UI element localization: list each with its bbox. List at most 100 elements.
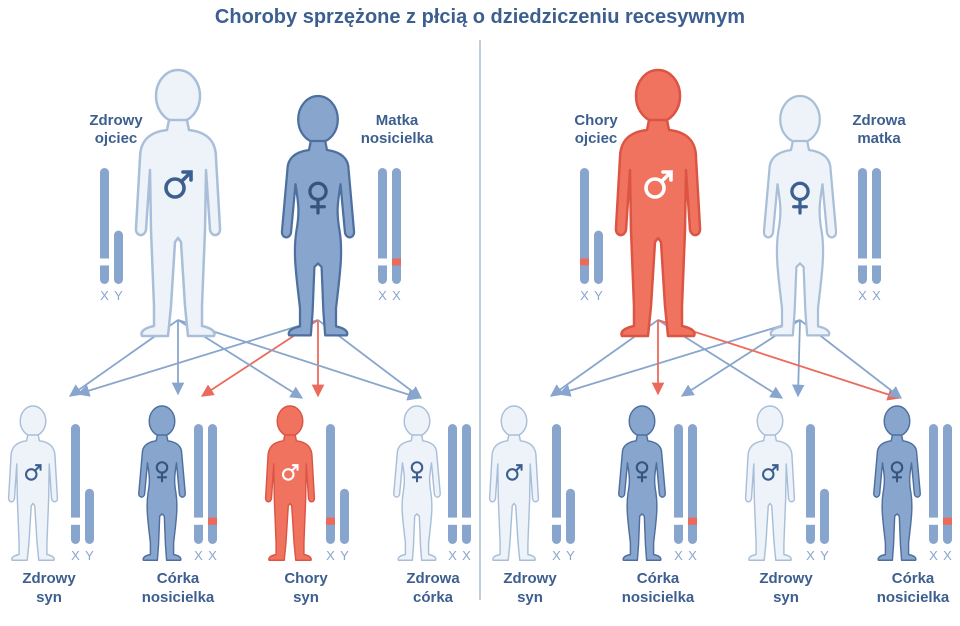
person-body — [744, 434, 796, 562]
male-symbol-arrow — [290, 464, 299, 472]
person-head — [297, 94, 339, 144]
male-symbol-arrow — [659, 170, 673, 184]
x-chromosome — [100, 168, 109, 284]
person-head — [779, 94, 821, 144]
chromosome-label: X — [378, 288, 387, 303]
chromosome-bar — [820, 488, 829, 544]
chromosome-label: X — [858, 288, 867, 303]
gene-band — [378, 258, 387, 266]
gene-band — [448, 517, 457, 525]
y-chromosome — [114, 230, 123, 284]
chromosome-bar — [580, 168, 589, 284]
x-chromosome — [674, 424, 683, 544]
left-family-child-1-label-line-2: syn — [36, 589, 62, 606]
normal-allele-arrow — [792, 319, 805, 398]
chromosome-bar — [194, 424, 203, 544]
mutation-band — [943, 517, 952, 525]
chromosome-label: Y — [340, 548, 349, 563]
person-labels: ZdrowyojciecMatkanosicielkaZdrowysynCórk… — [22, 112, 950, 606]
male-symbol-ring — [761, 468, 775, 481]
left-family-child-4-label-line-2: córka — [413, 589, 454, 606]
right-family-child-4-figure — [873, 405, 921, 562]
chromosome-bar — [100, 168, 109, 284]
person-body — [873, 434, 921, 562]
person-body — [393, 434, 441, 562]
left-family-father-label-line-1: Zdrowy — [89, 112, 143, 129]
y-chromosome — [566, 488, 575, 544]
x-chromosome — [872, 168, 881, 284]
x-chromosome — [806, 424, 815, 544]
chromosome-bar — [462, 424, 471, 544]
gene-band — [71, 517, 80, 525]
mutation-band — [688, 517, 697, 525]
gene-band — [100, 258, 109, 266]
chromosome-label: X — [392, 288, 401, 303]
chromosome-label: X — [943, 548, 952, 563]
mutation-band — [208, 517, 217, 525]
chromosome-label: X — [462, 548, 471, 563]
right-family-father-figure — [614, 68, 702, 338]
chromosome-label: X — [194, 548, 203, 563]
female-symbol-icon — [308, 181, 328, 215]
right-family-child-3-figure — [744, 405, 796, 562]
chromosome-label: X — [580, 288, 589, 303]
chromosome-label: X — [806, 548, 815, 563]
x-chromosome — [929, 424, 938, 544]
chromosome-bar — [943, 424, 952, 544]
x-chromosome — [462, 424, 471, 544]
x-chromosome — [326, 424, 335, 544]
left-family-child-2-figure — [138, 405, 186, 562]
chromosome-bar — [71, 424, 80, 544]
left-family-child-4-figure — [393, 405, 441, 562]
chromosome-label: X — [552, 548, 561, 563]
chromosome-label: X — [929, 548, 938, 563]
male-symbol-arrow — [770, 464, 779, 472]
gene-band — [806, 517, 815, 525]
chromosome-bar — [85, 488, 94, 544]
person-head — [634, 68, 682, 124]
person-body — [488, 434, 540, 562]
y-chromosome — [594, 230, 603, 284]
person-body — [134, 118, 222, 338]
male-symbol-arrow — [179, 170, 193, 184]
right-family-father-label-line-1: Chory — [574, 112, 618, 129]
x-chromosome — [688, 424, 697, 544]
left-family-mother-label-line-2: nosicielka — [361, 130, 434, 147]
chromosome-bar — [448, 424, 457, 544]
gene-band — [674, 517, 683, 525]
chromosome-label: X — [448, 548, 457, 563]
left-family-father-label-line-2: ojciec — [95, 130, 138, 147]
person-body — [138, 434, 186, 562]
male-symbol-ring — [164, 177, 186, 199]
female-symbol-cross — [310, 197, 326, 215]
normal-allele-arrow — [76, 319, 319, 397]
chromosome-bar — [594, 230, 603, 284]
x-chromosome — [71, 424, 80, 544]
right-family-child-4-label-line-1: Córka — [892, 570, 935, 587]
person-head — [148, 405, 176, 437]
left-family-child-3-label-line-1: Chory — [284, 570, 328, 587]
chromosome-label: X — [674, 548, 683, 563]
female-symbol-cross — [792, 197, 808, 215]
right-family-mother-label-line-1: Zdrowa — [852, 112, 906, 129]
chromosome-label: Y — [114, 288, 123, 303]
mutation-band — [580, 258, 589, 266]
right-family-mother-label-line-2: matka — [857, 130, 901, 147]
female-symbol-cross — [891, 471, 903, 483]
male-symbol-ring — [505, 468, 519, 481]
right-family-child-2-figure — [618, 405, 666, 562]
x-chromosome — [448, 424, 457, 544]
